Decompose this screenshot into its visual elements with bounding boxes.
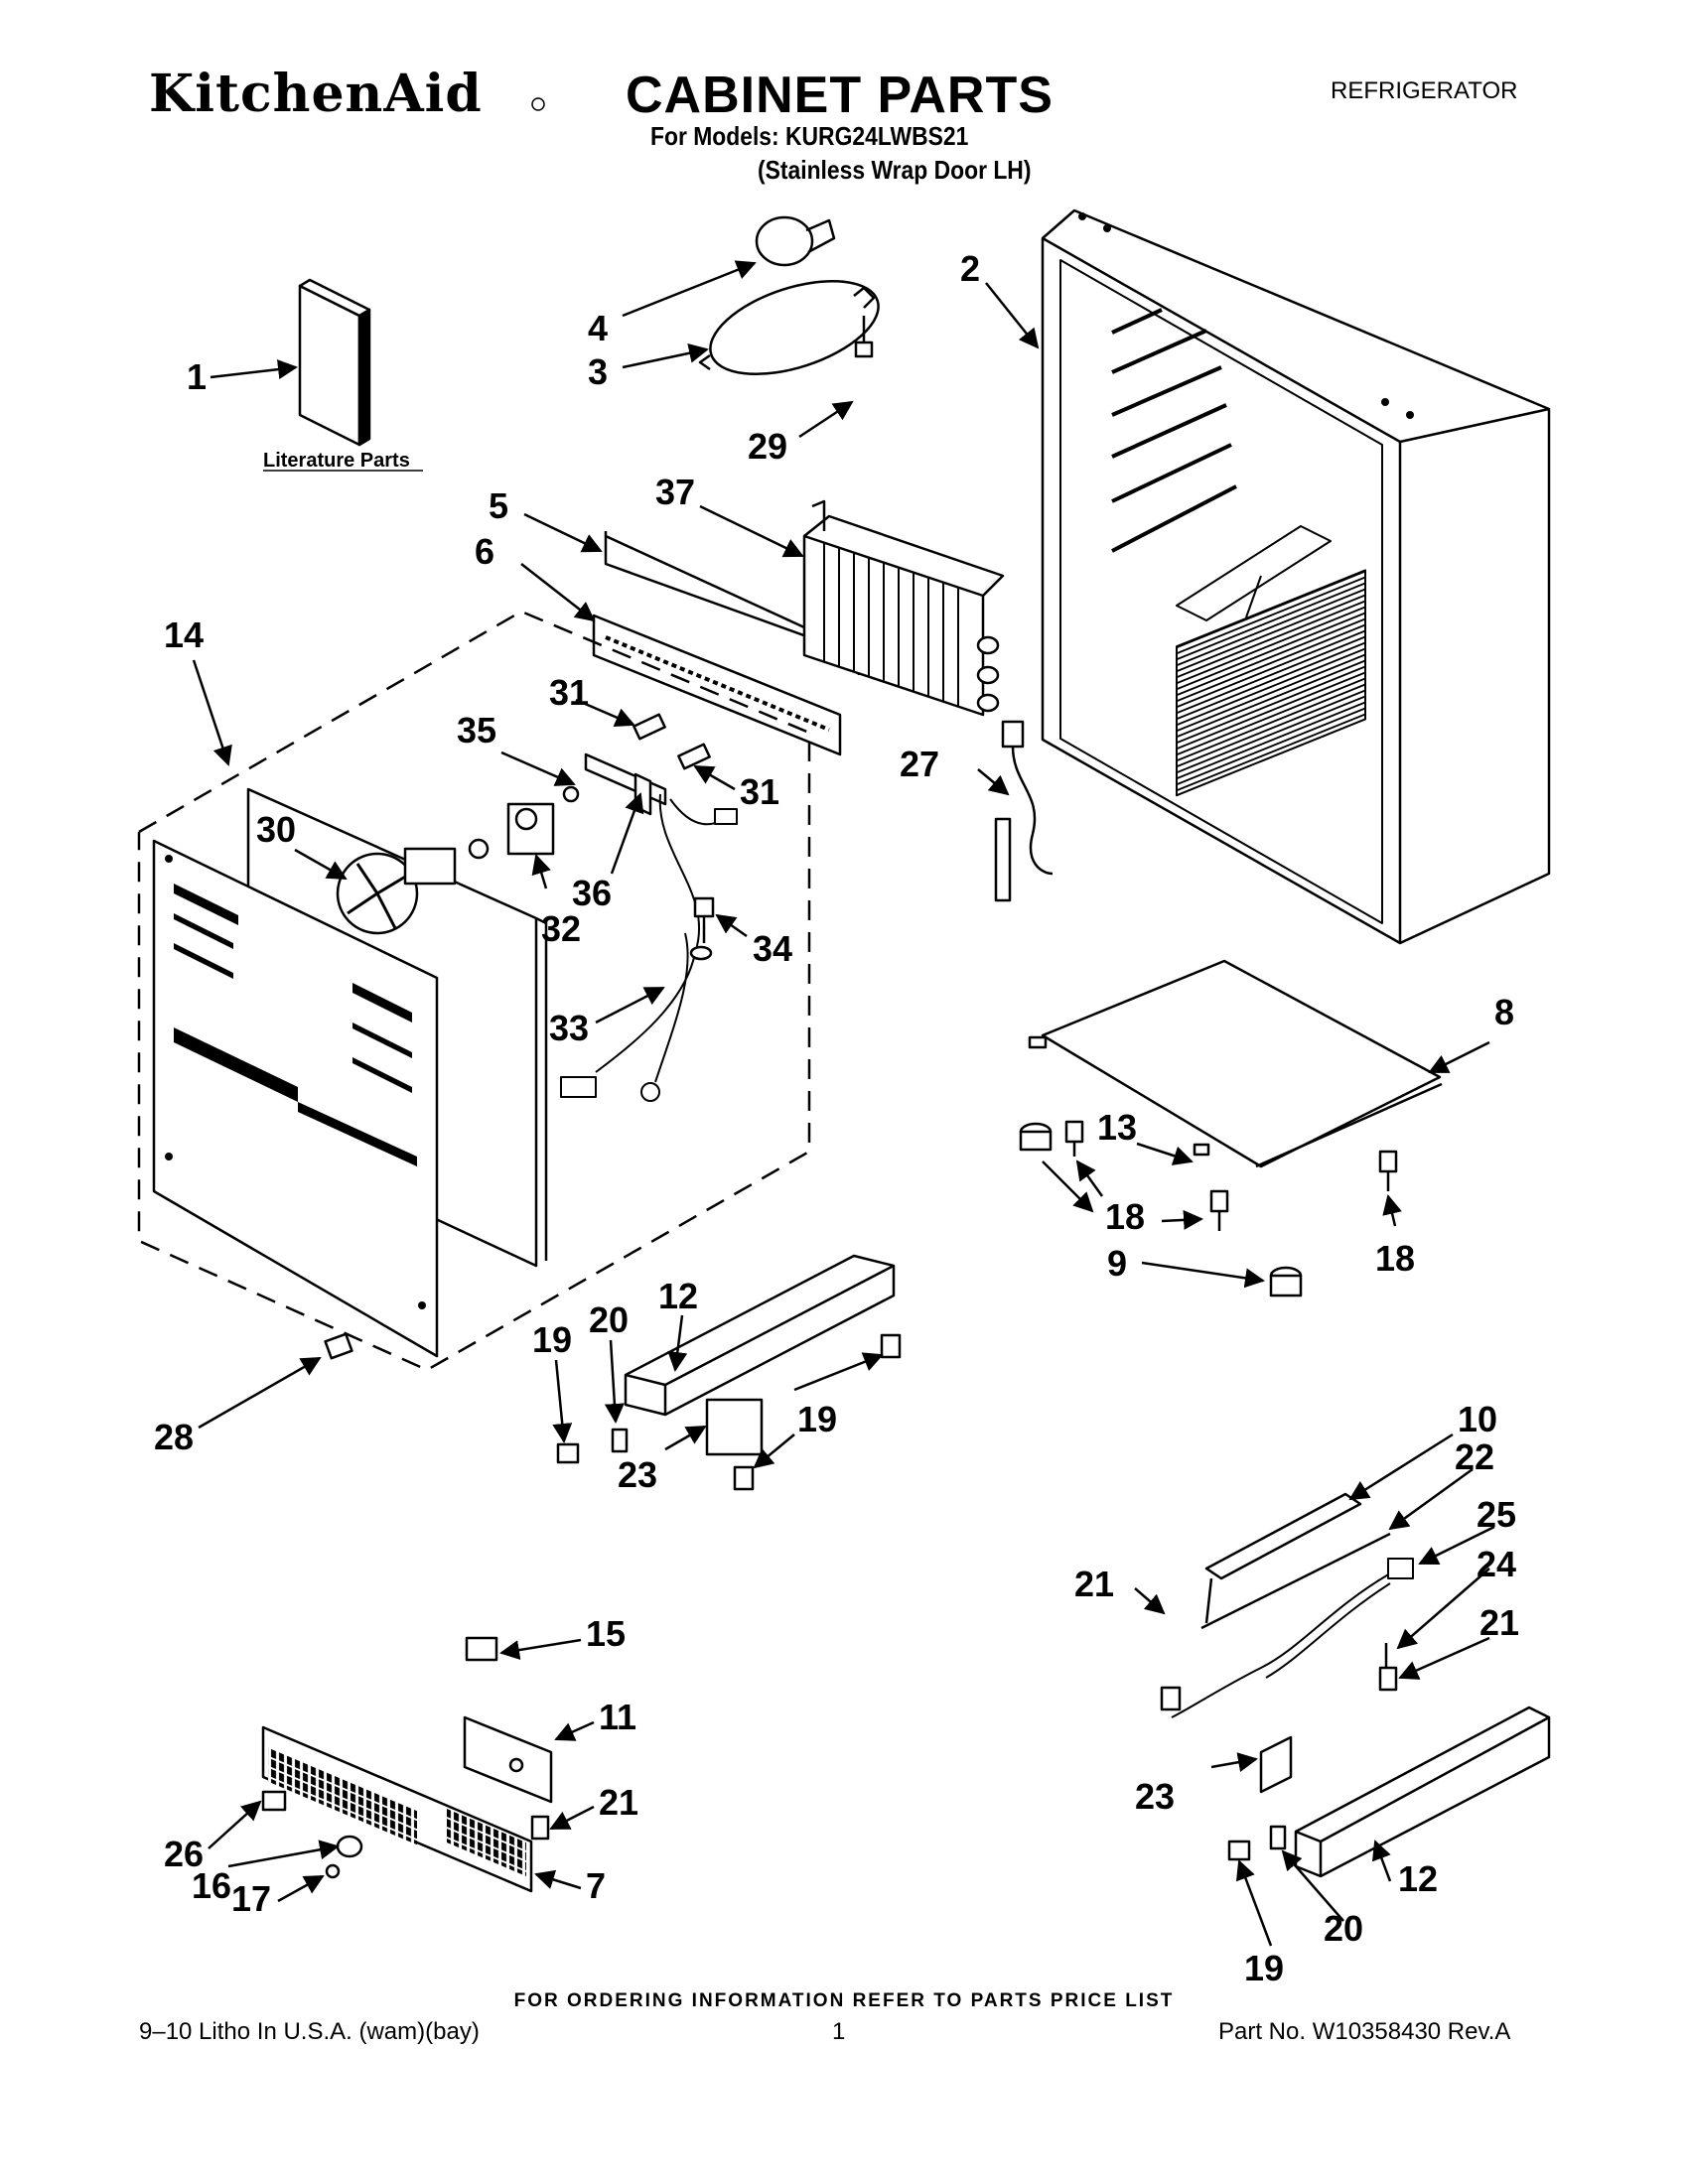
callout-11: 11: [599, 1697, 636, 1737]
toe-grille: [263, 1727, 531, 1891]
screw-26: [263, 1792, 285, 1810]
rear-access-panel: [154, 841, 437, 1356]
callout-19-upper-a: 19: [532, 1319, 572, 1360]
callout-20-lower: 20: [1324, 1908, 1363, 1949]
callout-25: 25: [1477, 1494, 1516, 1535]
screw-28: [326, 1334, 352, 1358]
callout-36: 36: [572, 873, 612, 913]
callout-30: 30: [256, 809, 296, 850]
callout-32: 32: [541, 908, 581, 949]
screw-18-c: [1380, 1152, 1396, 1191]
cabinet-liner: [1043, 210, 1549, 943]
switch-housing: [465, 1717, 551, 1802]
screw-21-lower-a: [1162, 1688, 1180, 1709]
control-bracket: [586, 715, 710, 814]
callout-27: 27: [900, 744, 939, 784]
screw-19-upper-a: [558, 1444, 578, 1462]
bottom-plate: [1030, 961, 1442, 1166]
page-number: 1: [832, 2018, 846, 2045]
screw-21-grille: [532, 1817, 548, 1839]
callout-18-a: 18: [1105, 1196, 1145, 1237]
callout-12-lower: 12: [1398, 1858, 1438, 1899]
appliance-type: REFRIGERATOR: [1331, 77, 1518, 104]
callout-8: 8: [1494, 992, 1514, 1032]
callout-23-lower: 23: [1135, 1776, 1175, 1817]
callout-21-a: 21: [1074, 1564, 1114, 1604]
callout-20-upper: 20: [589, 1299, 629, 1340]
callout-4: 4: [588, 308, 608, 348]
screw-18-a: [1066, 1122, 1082, 1157]
wire-harness: [561, 794, 737, 1101]
callout-33: 33: [549, 1008, 589, 1048]
evaporator: [804, 501, 1003, 715]
callout-5: 5: [489, 485, 508, 526]
screw-19-upper-b: [882, 1335, 900, 1357]
leveling-leg-rear: [1271, 1268, 1301, 1296]
callout-6: 6: [475, 531, 494, 572]
callout-34: 34: [753, 928, 792, 969]
callout-19-upper-b: 19: [797, 1399, 837, 1439]
leveling-leg-front: [1021, 1124, 1051, 1150]
callout-16: 16: [192, 1865, 231, 1906]
model-variant: (Stainless Wrap Door LH): [758, 155, 1032, 185]
light-shield: [699, 263, 890, 392]
callout-7: 7: [586, 1865, 606, 1906]
callout-22: 22: [1455, 1436, 1494, 1477]
screw-29: [856, 316, 872, 356]
clip-20-upper: [613, 1430, 627, 1451]
trim-strip: [1201, 1494, 1390, 1628]
litho-info: 9–10 Litho In U.S.A. (wam)(bay): [139, 2018, 480, 2045]
callout-17: 17: [231, 1878, 271, 1919]
callout-35: 35: [457, 710, 496, 751]
callout-28: 28: [154, 1417, 194, 1457]
literature-parts-label: Literature Parts: [263, 450, 410, 472]
lower-wire-harness: [1172, 1559, 1413, 1717]
screw-21-lower-b: [1380, 1668, 1396, 1690]
kitchenaid-logo: KitchenAid: [149, 64, 546, 124]
screw-19-upper-c: [735, 1467, 753, 1489]
callout-26: 26: [164, 1834, 204, 1874]
screw-19-lower: [1229, 1842, 1249, 1859]
front-channel-upper: [626, 1256, 894, 1454]
callout-24: 24: [1477, 1544, 1516, 1584]
callout-10: 10: [1458, 1399, 1497, 1439]
callout-12-upper: 12: [658, 1276, 698, 1316]
callout-13: 13: [1097, 1107, 1137, 1148]
part-number: Part No. W10358430 Rev.A: [1218, 2018, 1511, 2045]
thermistor-harness: [996, 722, 1053, 900]
callout-19-lower: 19: [1244, 1948, 1284, 1988]
plug-16: [338, 1837, 361, 1856]
callout-29: 29: [748, 426, 787, 467]
callout-15: 15: [586, 1613, 626, 1654]
washer-17: [327, 1865, 339, 1877]
callout-21-b: 21: [1479, 1602, 1519, 1643]
callout-9: 9: [1107, 1243, 1127, 1284]
callout-2: 2: [960, 248, 980, 289]
callout-3: 3: [588, 351, 608, 392]
clip-20-lower: [1271, 1827, 1285, 1848]
ordering-note: FOR ORDERING INFORMATION REFER TO PARTS …: [513, 1990, 1175, 2011]
literature-booklet: [300, 280, 369, 445]
callout-23-upper: 23: [618, 1454, 657, 1495]
callout-21-grille: 21: [599, 1782, 638, 1823]
light-bulb: [757, 217, 834, 265]
ground-screw: [691, 898, 713, 959]
temperature-control: [470, 787, 578, 858]
callout-14: 14: [164, 614, 204, 655]
callout-18-b: 18: [1375, 1238, 1415, 1279]
callout-37: 37: [655, 472, 695, 512]
callout-31-a: 31: [549, 672, 589, 713]
brand-logo-text: KitchenAid: [149, 64, 483, 124]
page-title: CABINET PARTS: [626, 67, 1054, 124]
front-channel-lower: [1261, 1707, 1549, 1876]
callout-31-b: 31: [740, 771, 779, 812]
door-switch: [467, 1638, 496, 1660]
model-number: For Models: KURG24LWBS21: [650, 121, 969, 151]
screw-18-b: [1211, 1191, 1227, 1231]
callout-1: 1: [187, 356, 207, 397]
